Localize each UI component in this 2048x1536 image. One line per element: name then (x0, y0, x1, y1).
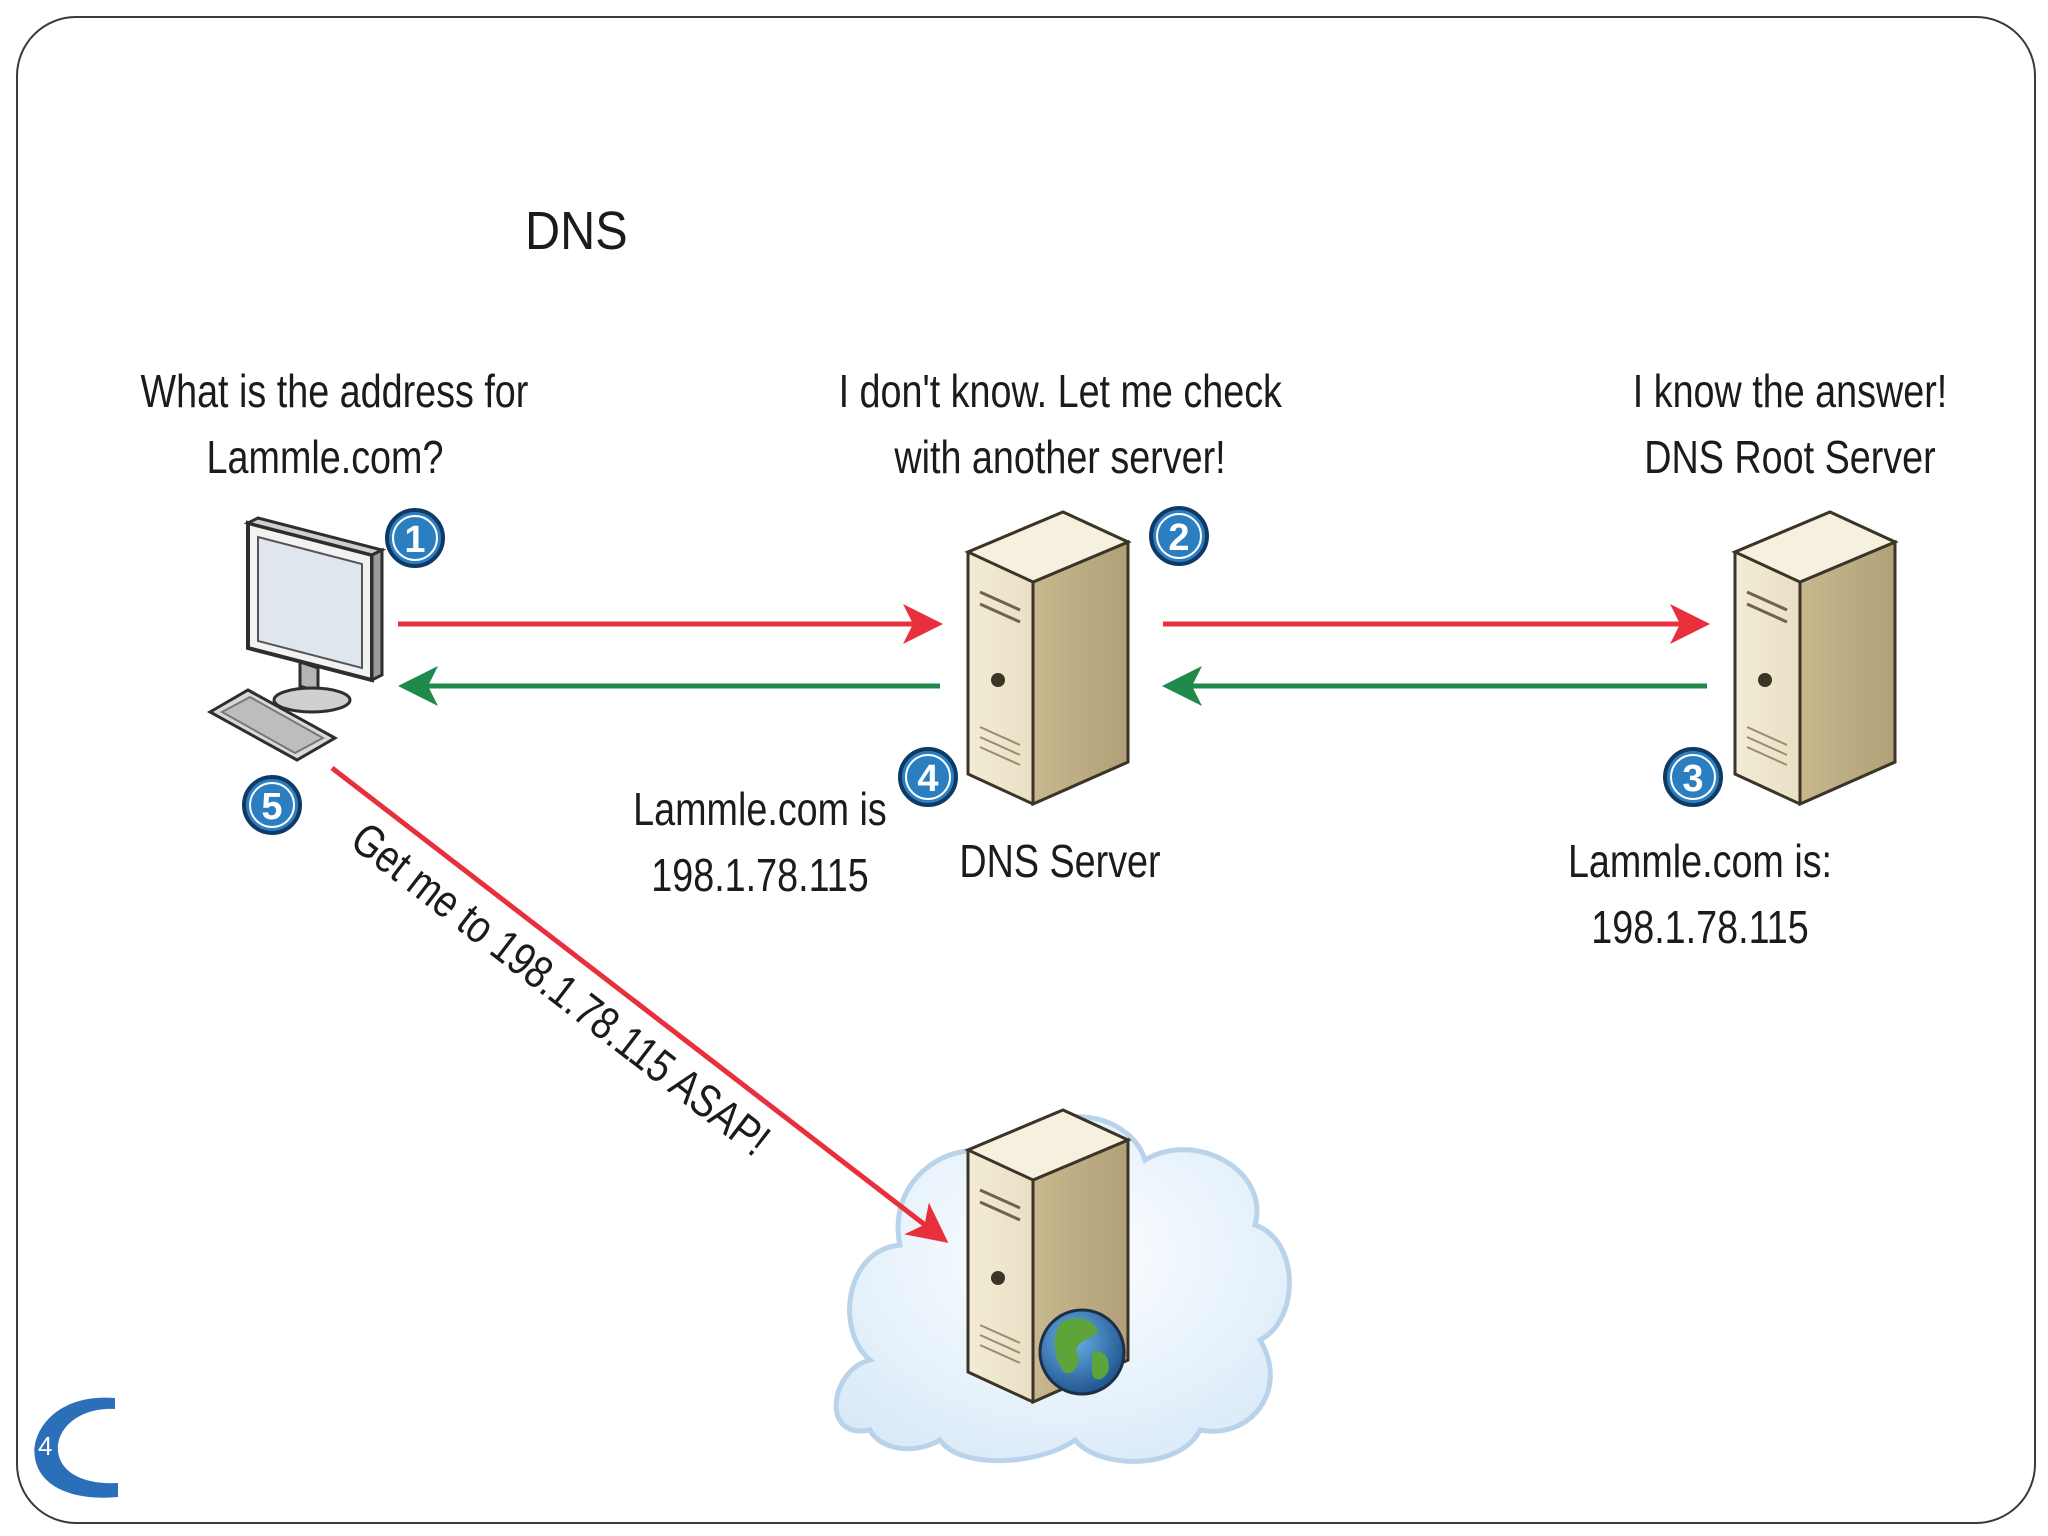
root-server-reply-label: I know the answer! DNS Root Server (1632, 365, 1948, 483)
step-badge-1: 1 (385, 508, 445, 568)
step-number: 2 (1168, 517, 1189, 559)
answer-to-client-label: Lammle.com is 198.1.78.115 (633, 783, 887, 901)
step-number: 3 (1682, 758, 1703, 800)
request-arrow-5 (330, 766, 949, 1243)
step-badge-2: 2 (1149, 506, 1209, 566)
root-answer-label: Lammle.com is: 198.1.78.115 (1567, 835, 1833, 953)
step-badge-3: 3 (1663, 747, 1723, 807)
client-question-label: What is the address for Lammle.com? (140, 365, 529, 483)
computer-icon (206, 516, 387, 762)
page-number-badge: 4 (34, 1397, 118, 1498)
globe-icon (1038, 1308, 1126, 1396)
root-server-icon (1733, 510, 1897, 806)
step-number: 4 (917, 758, 938, 800)
dns-server-reply-label: I don't know. Let me check with another … (838, 365, 1282, 483)
page-number: 4 (38, 1431, 52, 1461)
slide-title: DNS (525, 201, 628, 261)
step-badge-4: 4 (898, 747, 958, 807)
step-badge-5: 5 (242, 775, 302, 835)
dns-server-name-label: DNS Server (959, 835, 1161, 887)
step-number: 1 (404, 519, 425, 561)
step-number: 5 (261, 786, 282, 828)
dns-server-icon (966, 510, 1130, 806)
